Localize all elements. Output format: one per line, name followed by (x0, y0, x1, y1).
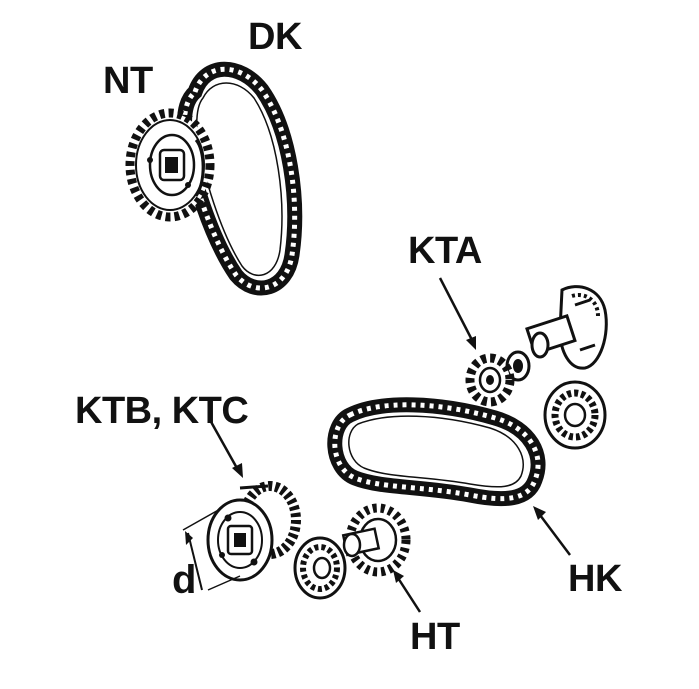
label-dk: DK (248, 16, 302, 58)
leader-arrows (208, 277, 571, 613)
kta-sprocket (465, 353, 515, 407)
hk-chain (327, 397, 546, 507)
ktb-ktc-gear (206, 481, 301, 582)
intermediate-bearing (293, 536, 347, 600)
dimension-d (182, 507, 241, 591)
ht-sprocket (341, 503, 411, 577)
label-d: d (172, 558, 196, 602)
label-ktb-ktc: KTB, KTC (75, 390, 249, 432)
label-nt: NT (103, 60, 153, 102)
crankshaft-end (525, 285, 608, 370)
label-hk: HK (568, 558, 622, 600)
label-ht: HT (410, 616, 460, 658)
nt-sprocket (125, 108, 215, 222)
main-bearing (543, 380, 607, 450)
label-kta: KTA (408, 230, 482, 272)
